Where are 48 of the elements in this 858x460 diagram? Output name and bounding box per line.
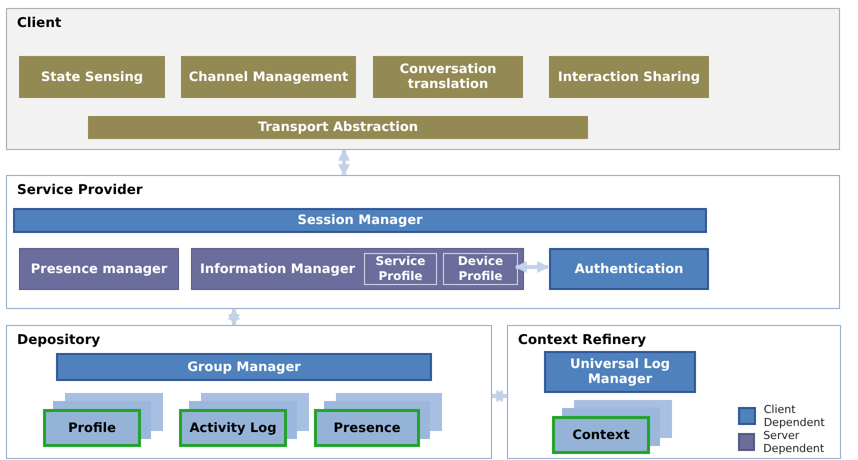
module-box	[19, 56, 165, 98]
box-label: Transport Abstraction	[258, 120, 418, 135]
module-box	[373, 56, 523, 98]
arrow	[490, 390, 508, 402]
box-label: Presence	[333, 420, 401, 436]
box-label: Device Profile	[456, 254, 504, 284]
data-store-box	[314, 409, 420, 447]
arrow	[514, 261, 550, 273]
box-label: Service Profile	[374, 254, 426, 284]
manager-box	[56, 353, 432, 381]
box-label: Conversation translation	[398, 62, 498, 92]
module-box	[88, 116, 588, 139]
arrow	[228, 308, 240, 326]
manager-box	[19, 248, 179, 290]
box-label: Presence manager	[30, 262, 168, 276]
profile-box	[364, 253, 437, 285]
profile-box	[443, 253, 518, 285]
manager-box	[13, 208, 707, 233]
arrow	[338, 148, 350, 176]
client-panel	[6, 8, 840, 150]
panel-heading: Service Provider	[17, 182, 143, 198]
box-label: Group Manager	[187, 360, 301, 374]
layer-panel	[507, 325, 841, 459]
box-label: Authentication	[574, 262, 684, 276]
box-label: Session Manager	[297, 213, 423, 228]
manager-box	[544, 351, 696, 393]
box-label: Universal Log Manager	[569, 357, 671, 387]
box-label: Channel Management	[188, 70, 348, 84]
panel-heading: Context Refinery	[518, 332, 646, 348]
panel-heading: Client	[17, 15, 62, 31]
legend-label: Server Dependent	[763, 429, 826, 455]
box-label: Information Manager	[200, 262, 356, 276]
box-label: Interaction Sharing	[558, 70, 700, 84]
legend-label: Client Dependent	[764, 403, 826, 429]
manager-box	[191, 248, 524, 290]
box-label: Profile	[68, 420, 116, 436]
data-store-box	[552, 416, 650, 454]
module-box	[549, 56, 709, 98]
box-label: State Sensing	[40, 70, 144, 84]
module-box	[181, 56, 356, 98]
data-store-box	[43, 409, 141, 447]
layer-panel	[6, 325, 492, 459]
manager-box	[549, 248, 709, 290]
panel-heading: Depository	[17, 332, 100, 348]
box-label: Activity Log	[189, 420, 277, 436]
data-store-box	[179, 409, 287, 447]
layer-panel	[6, 175, 840, 309]
box-label: Context	[572, 428, 630, 442]
